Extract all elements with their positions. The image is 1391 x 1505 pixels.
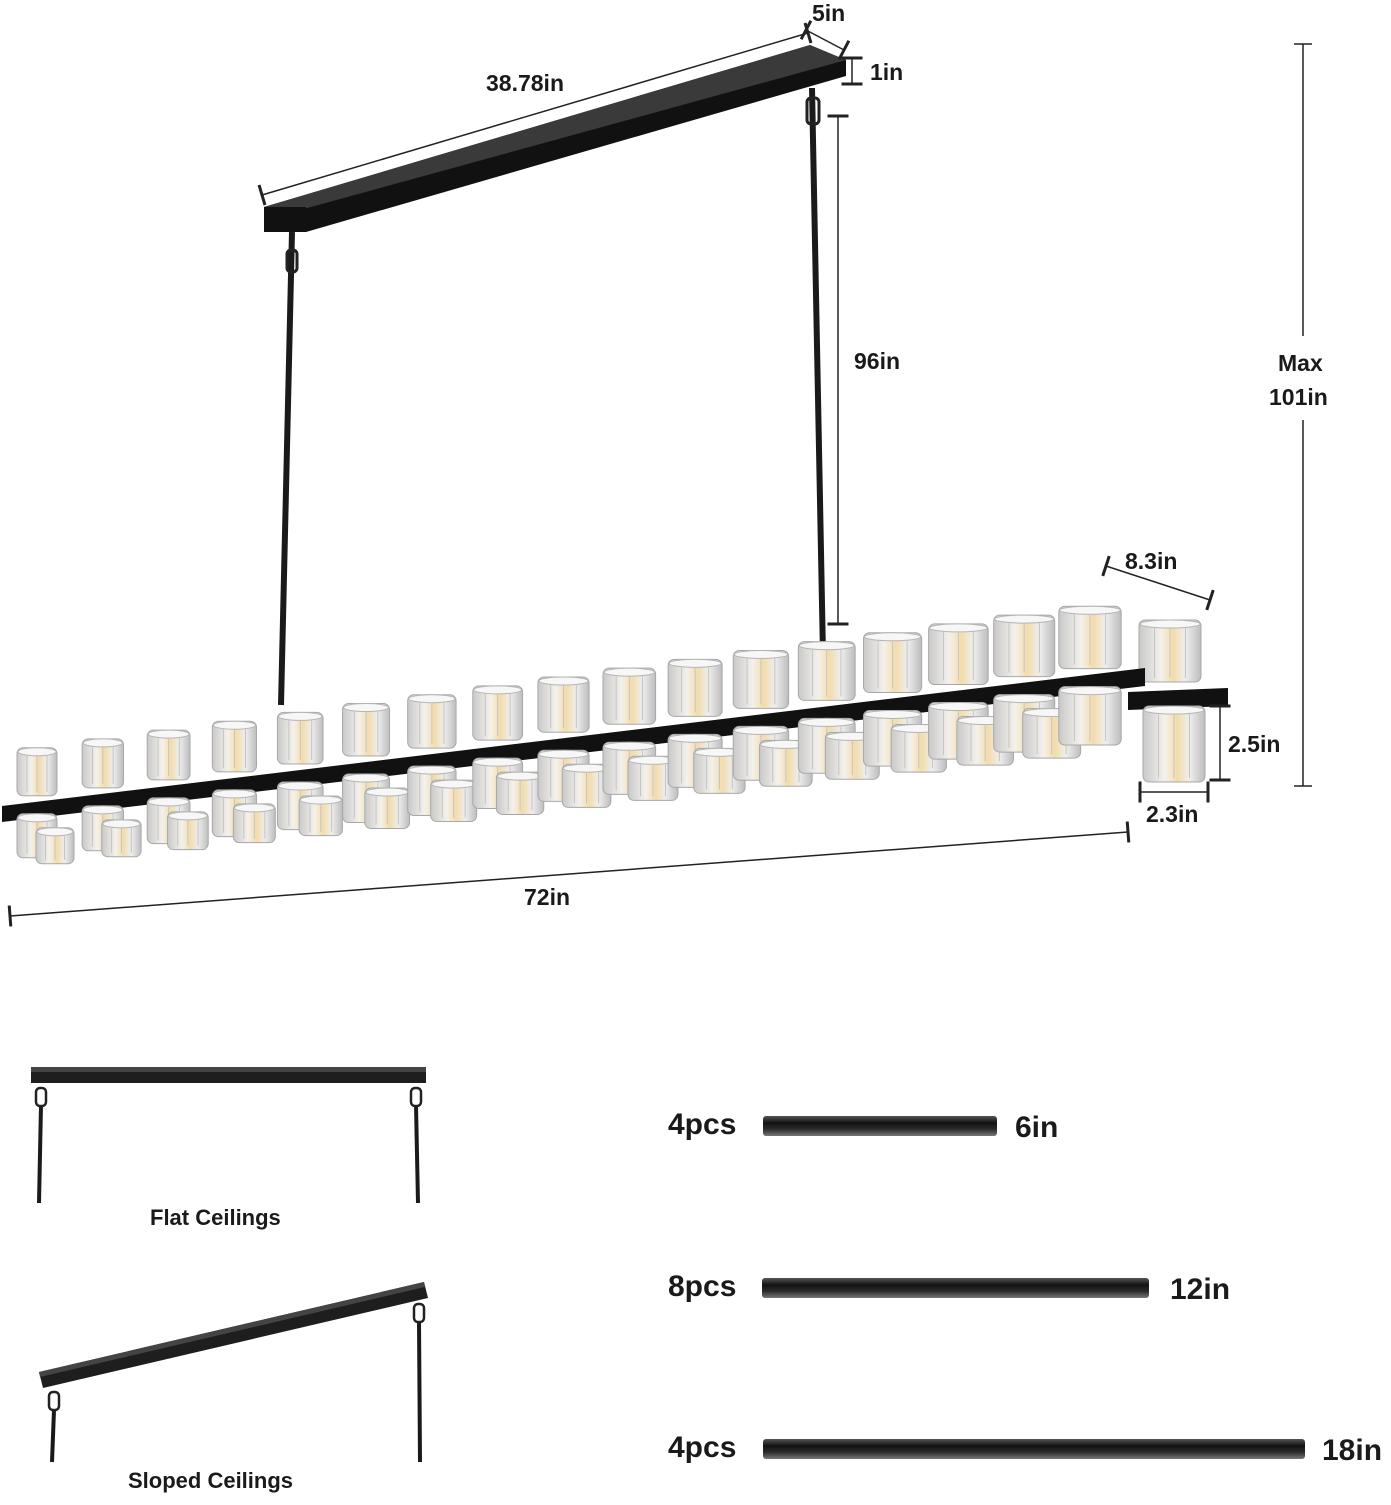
extension-rod-6in [763,1116,997,1136]
rod-6in-length: 6in [1015,1111,1059,1144]
glass-shade-upper [16,747,58,797]
glass-shade-lower-back [232,803,276,844]
glass-shade-upper [667,658,723,717]
max-height-label-line1: Max [1278,350,1323,376]
glass-shade-end-lower [1142,705,1206,783]
glass-shade-lower-back [364,787,411,830]
rod-12in-count: 8pcs [668,1270,737,1303]
glass-shades-upper [16,605,1202,797]
extension-rod-12in [762,1278,1149,1298]
glass-shade-lower-back [561,763,612,808]
suspension-rods [278,87,826,706]
canopy-width-label: 5in [812,0,846,26]
glass-shade-lower-back [627,755,679,801]
glass-shade-lower [1058,686,1122,746]
glass-shade-lower-back [167,811,209,851]
fixture-length-label: 72in [524,884,571,910]
glass-shade-lower-back [693,747,746,794]
shade-depth-label: 8.3in [1125,548,1178,574]
glass-shade-upper [993,614,1056,678]
glass-shade-lower-back [35,827,75,865]
glass-shade-upper [537,676,590,733]
glass-shade-end-upper [1138,619,1202,683]
rod-12in-length: 12in [1170,1273,1231,1306]
glass-shade-upper [797,641,856,701]
glass-shade-upper [602,667,657,725]
glass-shade-upper [81,738,125,789]
shade-width-label: 2.3in [1146,801,1199,827]
glass-shade-upper [1058,605,1122,670]
glass-shade-upper [211,720,258,773]
glass-shade-upper [342,703,391,757]
rod-18in-length: 18in [1322,1434,1383,1467]
glass-shade-upper [732,649,790,709]
rod-length-label: 96in [854,348,901,374]
canopy-length-label: 38.78in [486,70,564,96]
glass-shade-upper [146,729,191,781]
glass-shade-upper [472,685,524,741]
flat-ceilings-caption: Flat Ceilings [150,1205,281,1230]
glass-shade-upper [928,623,989,686]
glass-shade-lower-back [298,795,343,837]
dimension-lines [7,20,1312,927]
sloped-ceiling-icon [39,1282,428,1463]
sloped-ceilings-caption: Sloped Ceilings [128,1468,294,1493]
glass-shade-upper [276,711,324,765]
rod-6in-count: 4pcs [668,1108,737,1141]
glass-shade-lower-back [495,771,545,815]
glass-shade-lower-back [101,819,142,858]
glass-shade-lower-back [430,779,478,822]
flat-ceiling-icon [31,1067,426,1204]
max-height-label-line2: 101in [1269,384,1328,410]
canopy-height-label: 1in [870,59,904,85]
extension-rod-18in [763,1439,1305,1459]
rod-18in-count: 4pcs [668,1431,737,1464]
shade-height-label: 2.5in [1228,731,1281,757]
glass-shade-upper [862,632,923,693]
glass-shade-upper [407,694,457,749]
